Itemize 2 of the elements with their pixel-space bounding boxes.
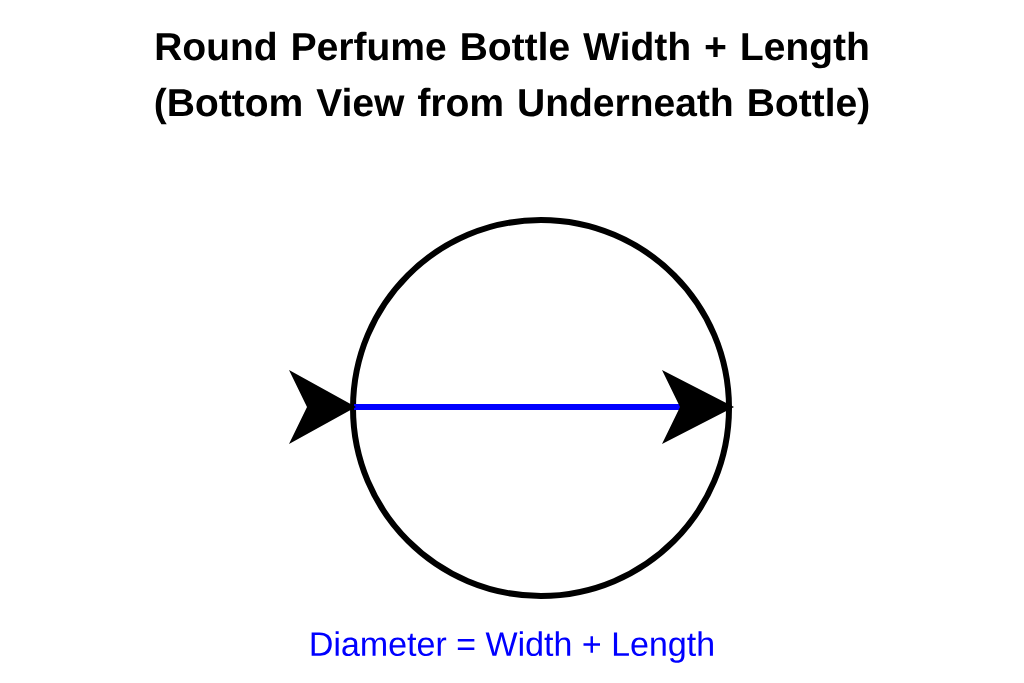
- dimension-label: Diameter = Width + Length: [311, 631, 713, 663]
- title: Round Perfume Bottle Width + Length (Bottom View from Underneath Bottle): [155, 31, 869, 125]
